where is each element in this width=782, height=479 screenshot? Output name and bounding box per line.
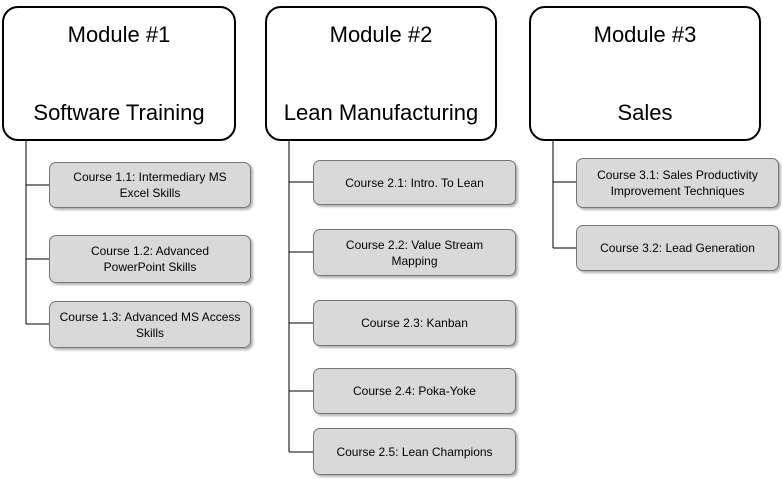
course-2-5-box: Course 2.5: Lean Champions xyxy=(313,428,516,475)
module-1-title: Software Training xyxy=(33,100,205,125)
course-3-2-label: Course 3.2: Lead Generation xyxy=(600,241,755,255)
course-2-4-label: Course 2.4: Poka-Yoke xyxy=(353,384,476,398)
module-1-number: Module #1 xyxy=(67,22,171,47)
module-3-title: Sales xyxy=(617,100,673,125)
module-3-number: Module #3 xyxy=(593,22,697,47)
module-2-number: Module #2 xyxy=(329,22,433,47)
course-3-1-label: Course 3.1: Sales Productivity Improveme… xyxy=(597,168,758,198)
course-2-5-label: Course 2.5: Lean Champions xyxy=(336,444,493,459)
course-1-2-label: Course 1.2: Advanced PowerPoint Skills xyxy=(90,244,210,274)
module-1-box: Module #1 Software Training xyxy=(2,6,236,141)
course-1-2-box: Course 1.2: Advanced PowerPoint Skills xyxy=(49,235,251,283)
course-2-2-label: Course 2.2: Value Stream Mapping xyxy=(345,237,484,268)
course-3-1-box: Course 3.1: Sales Productivity Improveme… xyxy=(576,158,779,208)
course-2-1-box: Course 2.1: Intro. To Lean xyxy=(313,160,516,205)
course-1-3-label: Course 1.3: Advanced MS Access Skills xyxy=(59,309,241,340)
course-3-2-box: Course 3.2: Lead Generation xyxy=(576,225,779,271)
module-2-box: Module #2 Lean Manufacturing xyxy=(265,6,497,141)
course-2-1-label: Course 2.1: Intro. To Lean xyxy=(345,175,484,190)
course-1-1-label: Course 1.1: Intermediary MS Excel Skills xyxy=(73,170,227,200)
module-2-title: Lean Manufacturing xyxy=(283,100,479,125)
course-2-3-box: Course 2.3: Kanban xyxy=(313,300,516,346)
course-1-3-box: Course 1.3: Advanced MS Access Skills xyxy=(49,301,251,348)
course-2-3-label: Course 2.3: Kanban xyxy=(361,316,468,330)
course-1-1-box: Course 1.1: Intermediary MS Excel Skills xyxy=(49,162,251,208)
module-3-box: Module #3 Sales xyxy=(529,6,761,141)
course-2-4-box: Course 2.4: Poka-Yoke xyxy=(313,368,516,414)
course-2-2-box: Course 2.2: Value Stream Mapping xyxy=(313,229,516,276)
